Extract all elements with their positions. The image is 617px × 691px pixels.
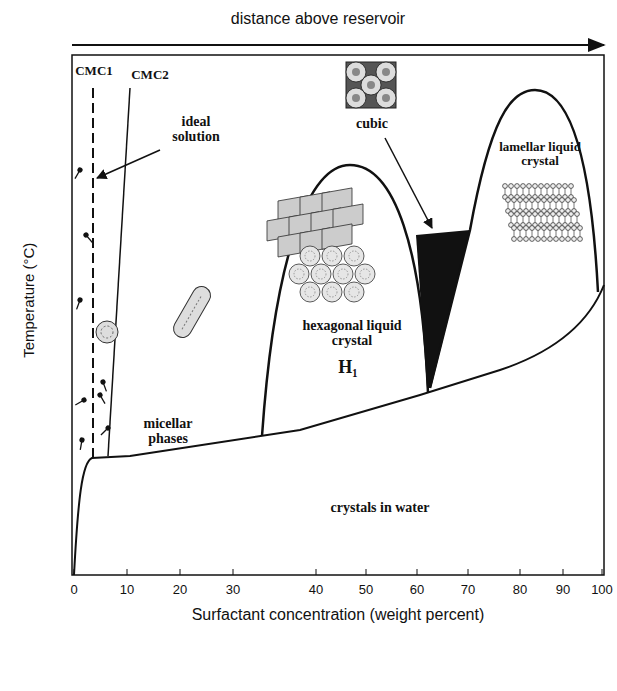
lamellar-illustration <box>503 184 583 242</box>
cmc-label: CMC1 <box>75 64 113 78</box>
tick-label: 20 <box>173 583 187 597</box>
region-label: hexagonal liquid crystal <box>302 318 402 349</box>
axis-title: Temperature (°C) <box>22 242 39 357</box>
axis-title: Surfactant concentration (weight percent… <box>192 606 485 624</box>
hexagonal-illustration <box>267 188 375 302</box>
solubility-curve <box>74 285 604 575</box>
plot-frame <box>72 55 604 575</box>
surfactant-molecules <box>73 166 112 450</box>
region-label: lamellar liquid crystal <box>492 140 588 169</box>
axis-direction-label: distance above reservoir <box>231 10 405 28</box>
cmc-label: CMC2 <box>131 68 169 82</box>
tick-label: 100 <box>591 583 613 597</box>
tick-label: 50 <box>359 583 373 597</box>
cmc2-line <box>108 88 130 456</box>
lamellar-boundary <box>430 90 598 388</box>
tick-label: 10 <box>120 583 134 597</box>
tick-label: 0 <box>70 583 77 597</box>
spherical-micelle <box>96 321 118 343</box>
region-label: ideal solution <box>161 114 231 145</box>
tick-label: 90 <box>556 583 570 597</box>
leader-arrow <box>97 150 160 178</box>
tick-label: 40 <box>309 583 323 597</box>
tick-label: 60 <box>410 583 424 597</box>
axis-ticks <box>74 569 602 575</box>
region-label: micellar phases <box>128 416 208 447</box>
region-label: cubic <box>356 116 388 131</box>
rod-micelle <box>170 283 214 340</box>
hexagonal-boundary <box>262 165 428 436</box>
tick-label: 80 <box>513 583 527 597</box>
phase-symbol: H₁ <box>338 358 357 378</box>
cubic-region <box>416 230 470 388</box>
cubic-illustration <box>346 62 396 108</box>
tick-label: 30 <box>226 583 240 597</box>
region-label: crystals in water <box>331 500 430 515</box>
leader-arrow <box>385 138 432 228</box>
direction-arrow <box>72 44 604 46</box>
tick-label: 70 <box>461 583 475 597</box>
cmc1-line <box>92 88 94 457</box>
